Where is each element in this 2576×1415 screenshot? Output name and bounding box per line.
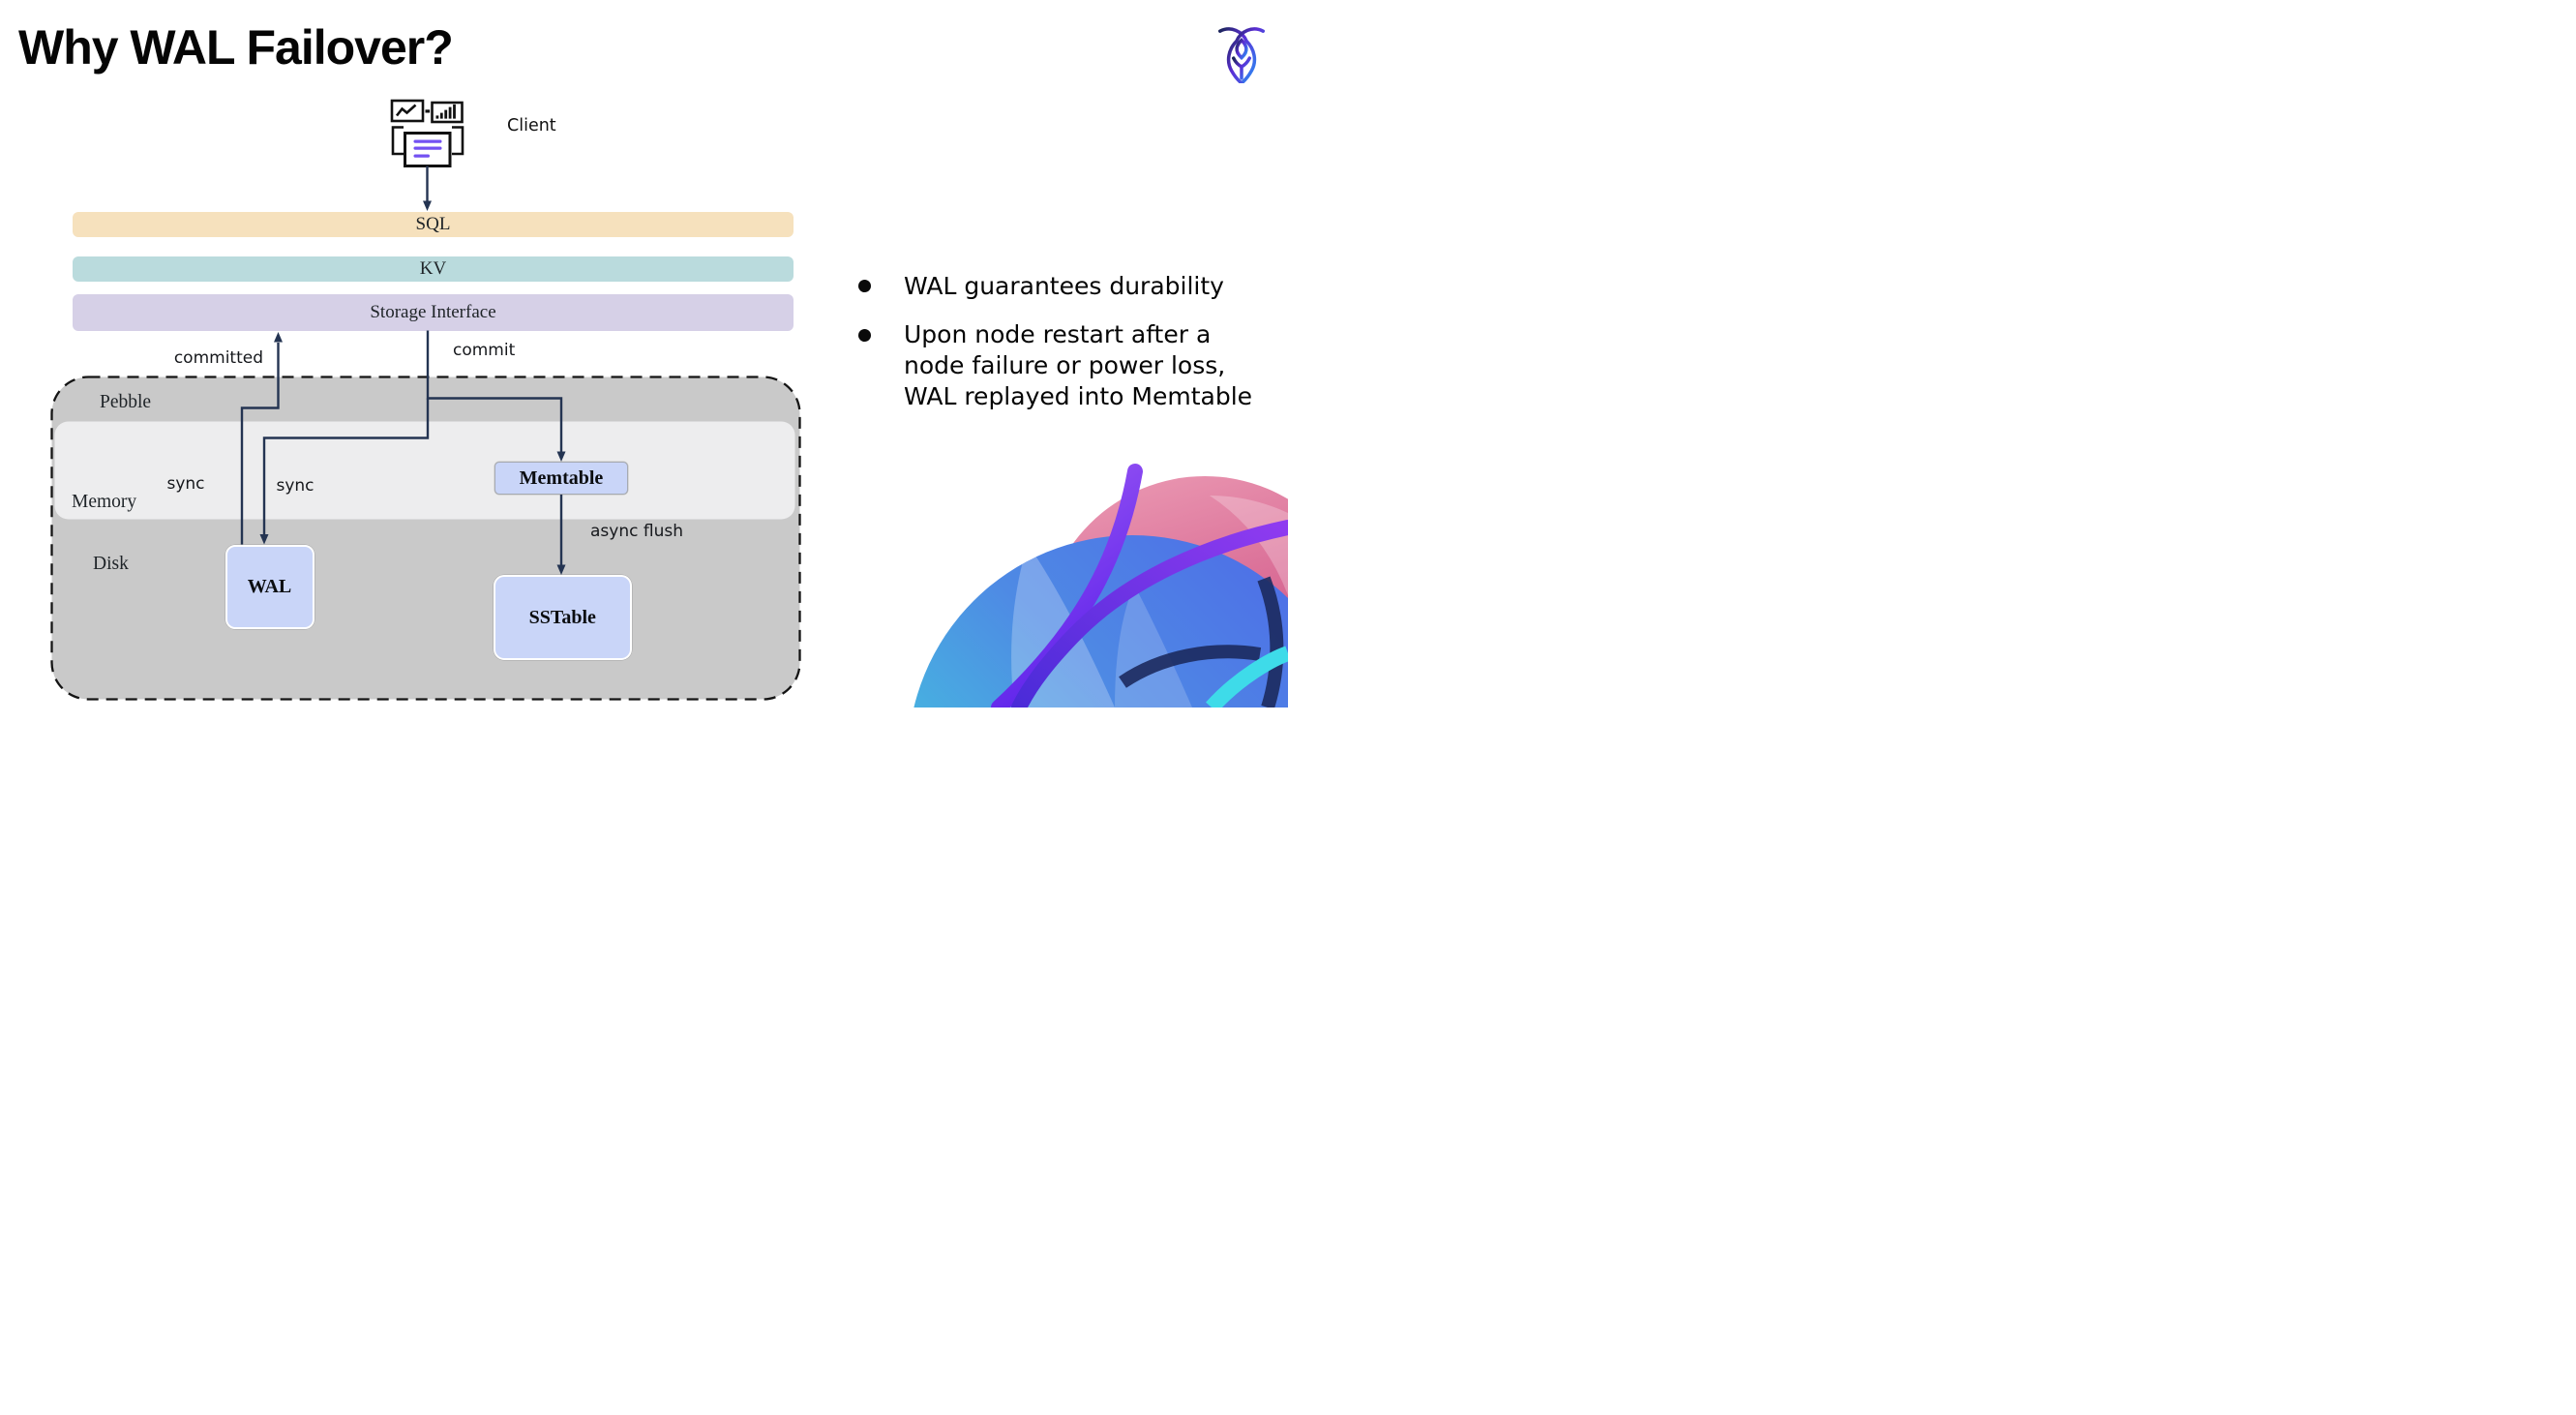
slide-canvas: Why WAL Failover? xyxy=(0,0,1288,708)
edge-label-committed: committed xyxy=(173,348,263,368)
wal-node-label: WAL xyxy=(247,575,292,597)
memory-label: Memory xyxy=(72,492,137,512)
pebble-label: Pebble xyxy=(100,392,152,412)
layer-bar-sql-label: SQL xyxy=(415,213,451,234)
wal-node: WAL xyxy=(225,544,315,629)
client-barchart-monitor-icon xyxy=(431,101,464,124)
client-dash xyxy=(425,109,431,113)
edge-label-sync-wal: sync xyxy=(166,474,205,494)
memtable-node-label: Memtable xyxy=(519,467,604,489)
corner-brand-art xyxy=(914,464,1288,708)
layer-bar-kv-label: KV xyxy=(419,258,447,279)
memory-band xyxy=(54,421,795,520)
bullet-line: WAL guarantees durability xyxy=(904,272,1224,300)
page-title: Why WAL Failover? xyxy=(18,20,454,75)
edge-label-async-flush: async flush xyxy=(590,522,683,541)
bullet-item-durability: WAL guarantees durability xyxy=(904,271,1224,302)
bullet-dot xyxy=(858,280,871,292)
sstable-node: SSTable xyxy=(494,575,632,660)
layer-bar-storage-label: Storage Interface xyxy=(370,301,496,322)
bullet-dot xyxy=(858,328,871,342)
bullet-item-replay: Upon node restart after a node failure o… xyxy=(904,319,1252,412)
memtable-node: Memtable xyxy=(494,462,628,495)
disk-label: Disk xyxy=(93,554,129,574)
edge-label-commit: commit xyxy=(453,341,516,360)
client-document-icon xyxy=(391,126,464,167)
sstable-node-label: SSTable xyxy=(528,606,596,628)
bullet-line: node failure or power loss, xyxy=(904,351,1226,379)
cockroachdb-logo-icon xyxy=(1218,27,1265,83)
client-label: Client xyxy=(507,116,556,135)
client-icon xyxy=(390,99,464,167)
layer-bar-storage-interface: Storage Interface xyxy=(73,294,794,331)
layer-bar-kv: KV xyxy=(73,256,794,282)
layer-bar-sql: SQL xyxy=(73,211,794,237)
client-chart-monitor-icon xyxy=(390,99,425,123)
bullet-line: WAL replayed into Memtable xyxy=(904,382,1253,410)
bullet-line: Upon node restart after a xyxy=(904,320,1212,348)
edge-label-sync-memtable: sync xyxy=(276,476,315,496)
